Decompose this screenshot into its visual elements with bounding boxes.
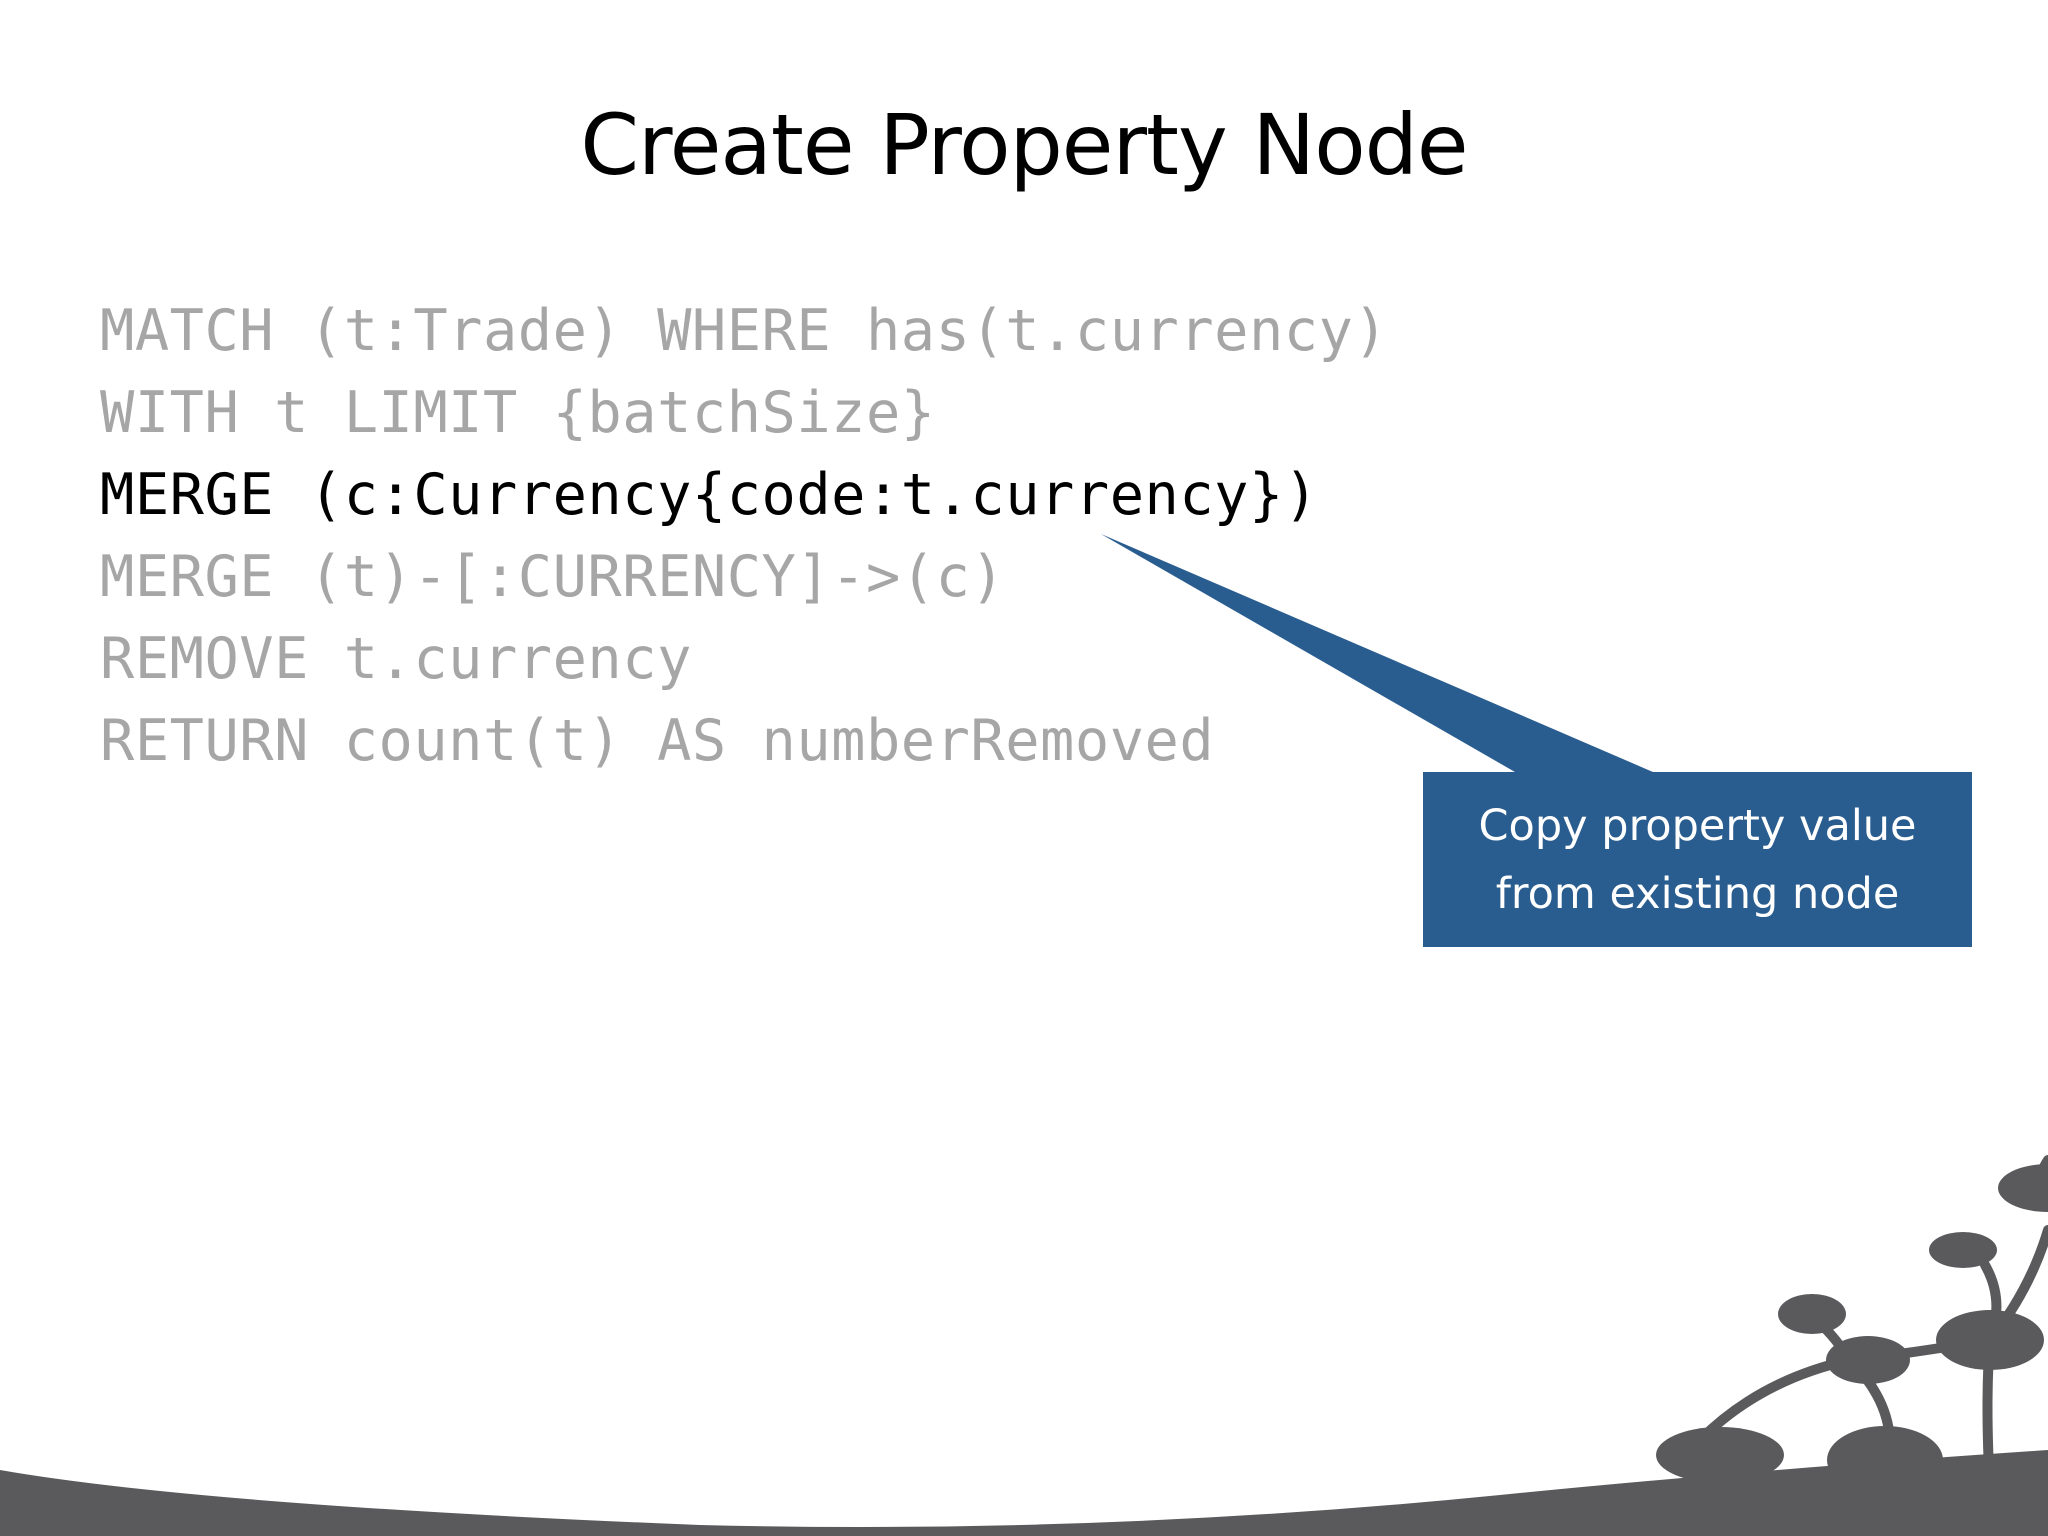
callout-line-2: from existing node xyxy=(1495,868,1900,919)
code-line: MERGE (t)-[:CURRENCY]->(c) xyxy=(100,544,1006,610)
callout-box xyxy=(1423,772,1972,947)
code-line: MATCH (t:Trade) WHERE has(t.currency) xyxy=(100,298,1389,364)
code-line: RETURN count(t) AS numberRemoved xyxy=(100,708,1215,774)
callout: Copy property value from existing node xyxy=(1423,773,1972,946)
slide-title: Create Property Node xyxy=(580,96,1468,194)
callout-line-1: Copy property value xyxy=(1478,800,1917,851)
code-line: REMOVE t.currency xyxy=(100,626,692,692)
code-block: MATCH (t:Trade) WHERE has(t.currency) WI… xyxy=(100,290,1388,782)
callout-pointer xyxy=(1101,534,1653,772)
code-line-highlighted: MERGE (c:Currency{code:t.currency}) xyxy=(100,462,1319,528)
code-line: WITH t LIMIT {batchSize} xyxy=(100,380,936,446)
